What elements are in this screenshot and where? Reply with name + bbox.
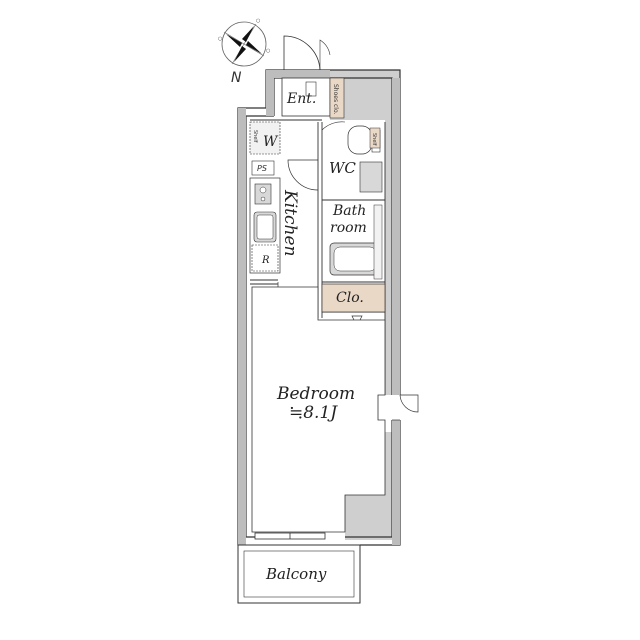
bathroom-label-1: Bath [332, 203, 366, 219]
shoes-closet-label: Shoes clo. [332, 84, 339, 115]
shoes-closet [329, 77, 345, 119]
shelf-w-label: Shelf [371, 133, 377, 146]
bathroom-fixtures [329, 204, 383, 280]
svg-text:○: ○ [218, 36, 222, 42]
bedroom-label: Bedroom [276, 384, 355, 404]
balcony-label: Balcony [265, 565, 327, 583]
balcony [237, 544, 361, 604]
washer-space [249, 121, 281, 155]
ps-label: PS [257, 164, 267, 173]
entrance-area [281, 35, 331, 117]
kitchen-counter [249, 177, 281, 274]
entrance-label: Ent. [286, 91, 316, 107]
kitchen-label: Kitchen [280, 189, 300, 256]
washer-label: W [263, 134, 279, 150]
wc-door [321, 121, 346, 131]
closet-label: Clo. [336, 290, 364, 306]
refrigerator-label: R [261, 255, 270, 266]
shelf-label: Shelf [252, 130, 258, 143]
closet [321, 283, 386, 313]
kitchen-door [287, 159, 319, 191]
wc-label: WC [329, 159, 356, 177]
wall-fill [238, 70, 400, 545]
balcony-window [254, 532, 326, 540]
bathroom-label-2: room [330, 220, 367, 236]
ps-box [251, 160, 275, 176]
wc-fixtures [347, 125, 383, 193]
north-label: N [231, 70, 242, 86]
compass-icon: ○ ○ ○ [218, 18, 270, 67]
bedroom-area [251, 286, 386, 533]
svg-text:○: ○ [266, 48, 270, 54]
side-door [399, 394, 419, 413]
bedroom-size: ≒8.1J [289, 403, 338, 423]
svg-text:○: ○ [256, 18, 260, 24]
